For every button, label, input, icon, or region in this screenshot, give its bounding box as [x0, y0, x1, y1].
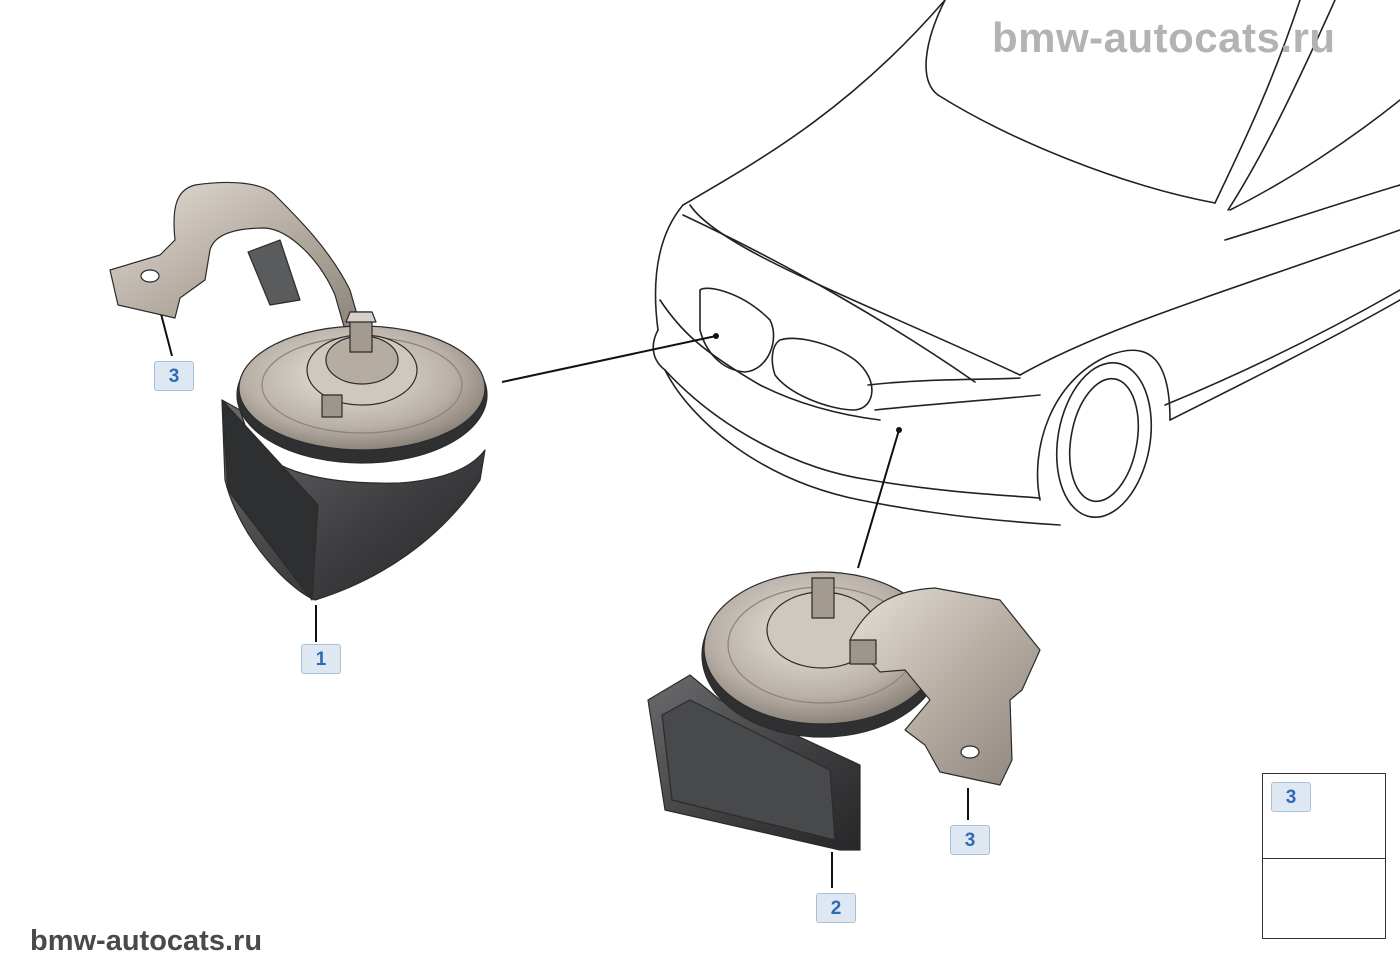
leader-lines — [159, 309, 969, 888]
car-outline — [652, 0, 1400, 526]
callout-3-left[interactable]: 3 — [154, 361, 194, 391]
horn-1 — [109, 181, 488, 601]
attach-point-headlight — [713, 333, 719, 339]
legend-divider — [1263, 858, 1385, 859]
callout-2[interactable]: 2 — [816, 893, 856, 923]
callout-1[interactable]: 1 — [301, 644, 341, 674]
watermark-top: bmw-autocats.ru — [992, 14, 1336, 61]
watermark-bottom: bmw-autocats.ru — [30, 925, 263, 957]
horn-2-bracket — [849, 587, 1041, 786]
horn-2 — [647, 571, 1041, 851]
attach-point-bumper — [896, 427, 902, 433]
legend-callout-3[interactable]: 3 — [1271, 782, 1311, 812]
legend-panel: 3 — [1262, 773, 1386, 939]
callout-3-right[interactable]: 3 — [950, 825, 990, 855]
horn-1-bracket — [109, 181, 361, 331]
